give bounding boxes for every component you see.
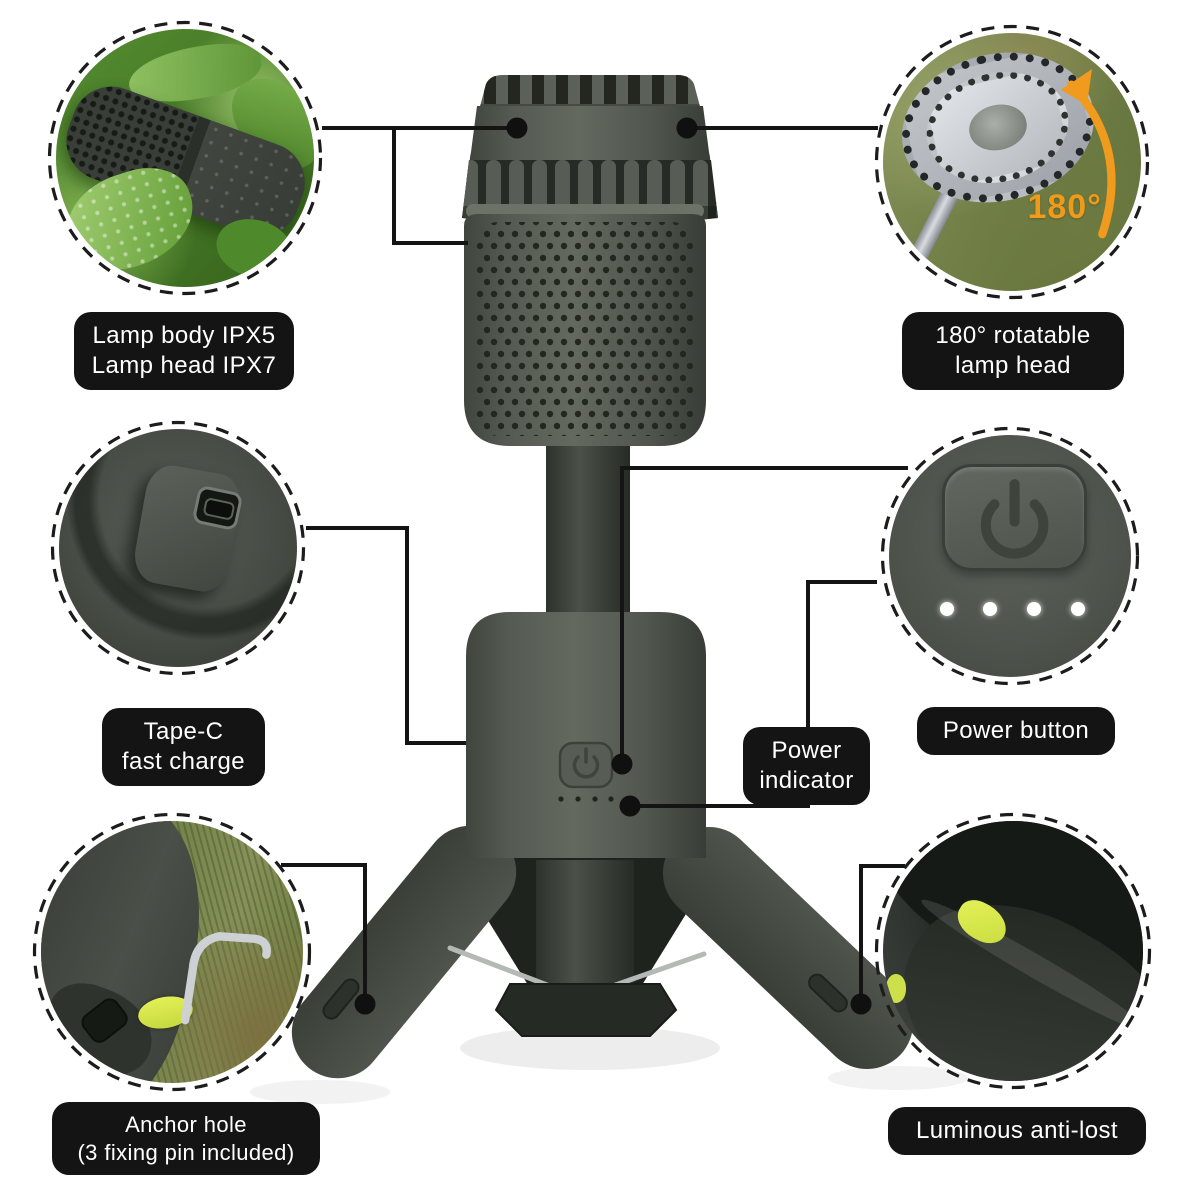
callout-luminous-photo <box>874 812 1152 1090</box>
lamp-stem <box>546 438 630 628</box>
power-button-photo <box>889 435 1131 677</box>
luminous-tab-macro-photo <box>883 821 1143 1081</box>
power-icon <box>572 747 600 779</box>
indicator-led <box>939 601 954 616</box>
right-leg-anchor-slot <box>808 973 848 1013</box>
label-line: Lamp body IPX5 <box>92 322 276 349</box>
label-line: Lamp head IPX7 <box>91 352 277 380</box>
lamp-in-leaves-photo <box>56 29 314 287</box>
power-icon <box>981 479 1049 559</box>
label-line: 180° rotatable <box>935 322 1091 349</box>
battery-body <box>466 612 706 858</box>
callout-anchor-hole-photo <box>32 812 312 1092</box>
label-luminous: Luminous anti-lost <box>888 1107 1146 1156</box>
label-power-indicator: Power indicator <box>743 727 870 806</box>
rotation-angle-badge: 180° <box>1027 187 1102 226</box>
callout-rotatable-head-photo: 180° <box>874 24 1150 300</box>
callout-power-button-photo <box>880 426 1140 686</box>
label-rotatable-head: 180° rotatable lamp head <box>902 312 1124 391</box>
indicator-led <box>1026 601 1041 616</box>
lamp-head-band <box>469 106 711 172</box>
left-leg <box>291 825 517 1079</box>
label-line: Luminous anti-lost <box>916 1117 1118 1144</box>
callout-fast-charge-photo <box>50 420 306 676</box>
label-lamp-body: Lamp body IPX5 Lamp head IPX7 <box>74 312 294 391</box>
indicator-led <box>983 601 998 616</box>
label-fast-charge: Tape-C fast charge <box>102 708 265 787</box>
label-line: fast charge <box>121 748 246 776</box>
label-line: lamp head <box>955 352 1071 380</box>
label-line: indicator <box>759 767 854 795</box>
rotation-arrow-icon <box>1061 69 1116 239</box>
label-line: Anchor hole <box>125 1112 247 1137</box>
center-foot <box>494 983 678 1037</box>
label-line: (3 fixing pin included) <box>77 1139 295 1165</box>
lamp-cylinder-perforations <box>476 222 694 436</box>
luminous-tab-partial <box>885 974 907 1003</box>
center-column <box>536 860 634 992</box>
indicator-led <box>1070 601 1085 616</box>
power-indicator-leds <box>558 796 614 802</box>
callout-lamp-body-photo <box>47 20 323 296</box>
power-button <box>558 741 614 789</box>
label-power-button: Power button <box>917 707 1115 756</box>
rotating-head-photo: 180° <box>883 33 1141 291</box>
label-line: Tape-C <box>143 718 224 745</box>
label-anchor-hole: Anchor hole (3 fixing pin included) <box>52 1102 320 1176</box>
usb-c-port-photo <box>59 429 297 667</box>
label-line: Power <box>771 737 842 764</box>
label-line: Power button <box>942 717 1090 744</box>
